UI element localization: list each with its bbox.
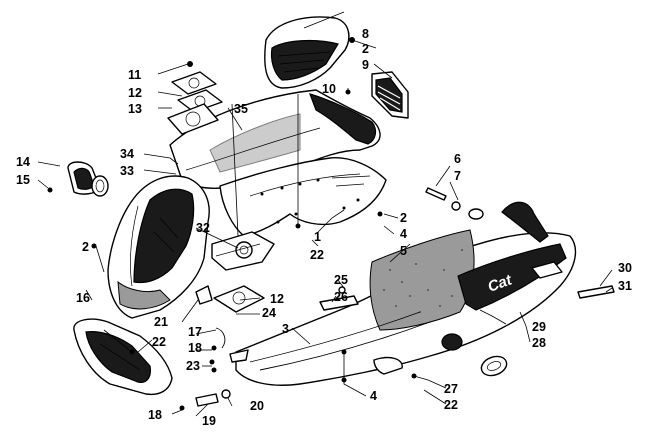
callout-9: 9 [362, 58, 369, 72]
callout-12: 12 [128, 86, 142, 100]
callout-10: 10 [322, 82, 336, 96]
round-badge [480, 355, 508, 377]
callout-25: 25 [334, 273, 348, 287]
callout-3: 3 [282, 322, 289, 336]
callout-7: 7 [454, 169, 461, 183]
callout-18-upper: 18 [188, 341, 202, 355]
callout-30: 30 [618, 261, 632, 275]
mounting-bracket [211, 231, 275, 271]
callout-19: 19 [202, 414, 216, 428]
callout-22-left: 22 [152, 335, 166, 349]
callout-15: 15 [16, 173, 30, 187]
callout-35: 35 [234, 102, 248, 116]
callout-4-lower: 4 [370, 389, 377, 403]
cover-plate-bottom [213, 285, 265, 313]
callout-22-right: 22 [444, 398, 458, 412]
rubber-boot [67, 161, 109, 197]
callout-14: 14 [16, 155, 30, 169]
callout-29: 29 [532, 320, 546, 334]
callout-6: 6 [454, 152, 461, 166]
callout-labels: 8 2 9 10 11 12 13 35 34 33 14 15 32 1 22… [16, 27, 632, 428]
callout-8: 8 [362, 27, 369, 41]
callout-5: 5 [400, 244, 407, 258]
callout-18-lower: 18 [148, 408, 162, 422]
vent-grill [371, 71, 409, 119]
callout-33: 33 [120, 164, 134, 178]
callout-23: 23 [186, 359, 200, 373]
callout-27: 27 [444, 382, 458, 396]
callout-21: 21 [154, 315, 168, 329]
callout-2-right: 2 [400, 211, 407, 225]
dash-panel [169, 89, 381, 189]
reflector-strip [577, 285, 615, 299]
main-body: Cat [235, 201, 577, 386]
rear-bracket [319, 295, 359, 311]
callout-24: 24 [262, 306, 276, 320]
callout-31: 31 [618, 279, 632, 293]
callout-34: 34 [120, 147, 134, 161]
front-bumper [73, 318, 173, 396]
hardware [47, 37, 447, 411]
callout-32: 32 [196, 221, 210, 235]
callout-17: 17 [188, 325, 202, 339]
callout-4-upper: 4 [400, 227, 407, 241]
callout-20: 20 [250, 399, 264, 413]
callout-26: 26 [334, 290, 348, 304]
callout-28: 28 [532, 336, 546, 350]
callout-12-lower: 12 [270, 292, 284, 306]
callout-11: 11 [128, 68, 141, 82]
callout-2: 2 [362, 42, 369, 56]
callout-2-left: 2 [82, 240, 89, 254]
leader-lines [37, 11, 613, 417]
callout-16: 16 [76, 291, 90, 305]
washer [451, 201, 484, 220]
callout-22: 22 [310, 248, 324, 262]
callout-13: 13 [128, 102, 142, 116]
console-cover [264, 16, 350, 89]
cover-plate-top [167, 61, 223, 135]
left-side-panel [107, 175, 210, 319]
callout-1: 1 [314, 230, 321, 244]
